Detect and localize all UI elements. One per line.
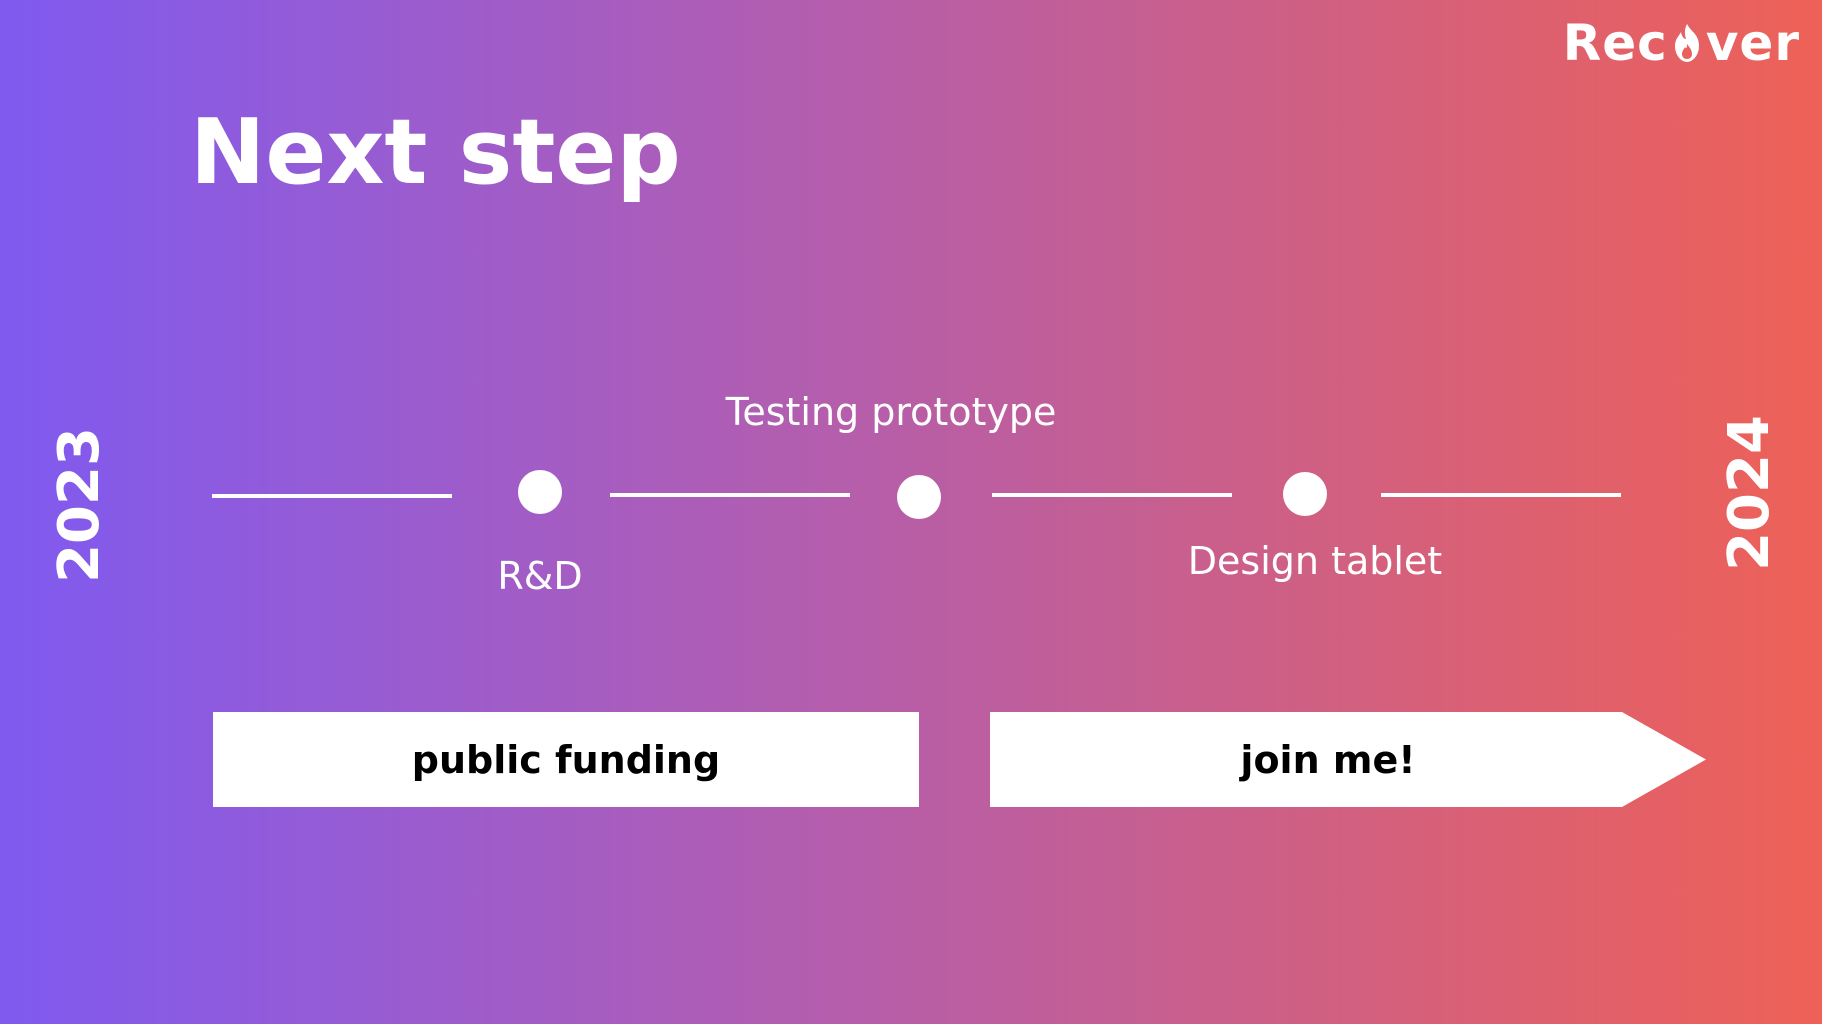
- brand-logo: Rec ver: [1563, 18, 1800, 68]
- timeline-segment: [992, 493, 1232, 497]
- timeline-segment: [610, 493, 850, 497]
- milestone-dot-testing: [897, 475, 941, 519]
- phase-label: public funding: [411, 737, 721, 782]
- timeline-end-year: 2024: [1717, 415, 1782, 571]
- timeline-start-year: 2023: [47, 427, 112, 583]
- milestone-label-testing: Testing prototype: [725, 390, 1057, 434]
- milestone-dot-design: [1283, 472, 1327, 516]
- milestone-label-rnd: R&D: [497, 554, 583, 598]
- flame-icon: [1674, 24, 1699, 62]
- timeline-segment: [1381, 493, 1621, 497]
- timeline-segment: [212, 494, 452, 498]
- phase-join-me-arrow: join me!: [990, 712, 1706, 807]
- phase-label: join me!: [1240, 737, 1416, 782]
- logo-text-end: ver: [1705, 14, 1800, 72]
- page-title: Next step: [190, 100, 681, 205]
- milestone-label-design: Design tablet: [1187, 539, 1443, 583]
- phase-public-funding: public funding: [213, 712, 919, 807]
- arrow-shape: [990, 712, 1706, 807]
- milestone-dot-rnd: [518, 470, 562, 514]
- logo-text-start: Rec: [1562, 14, 1668, 72]
